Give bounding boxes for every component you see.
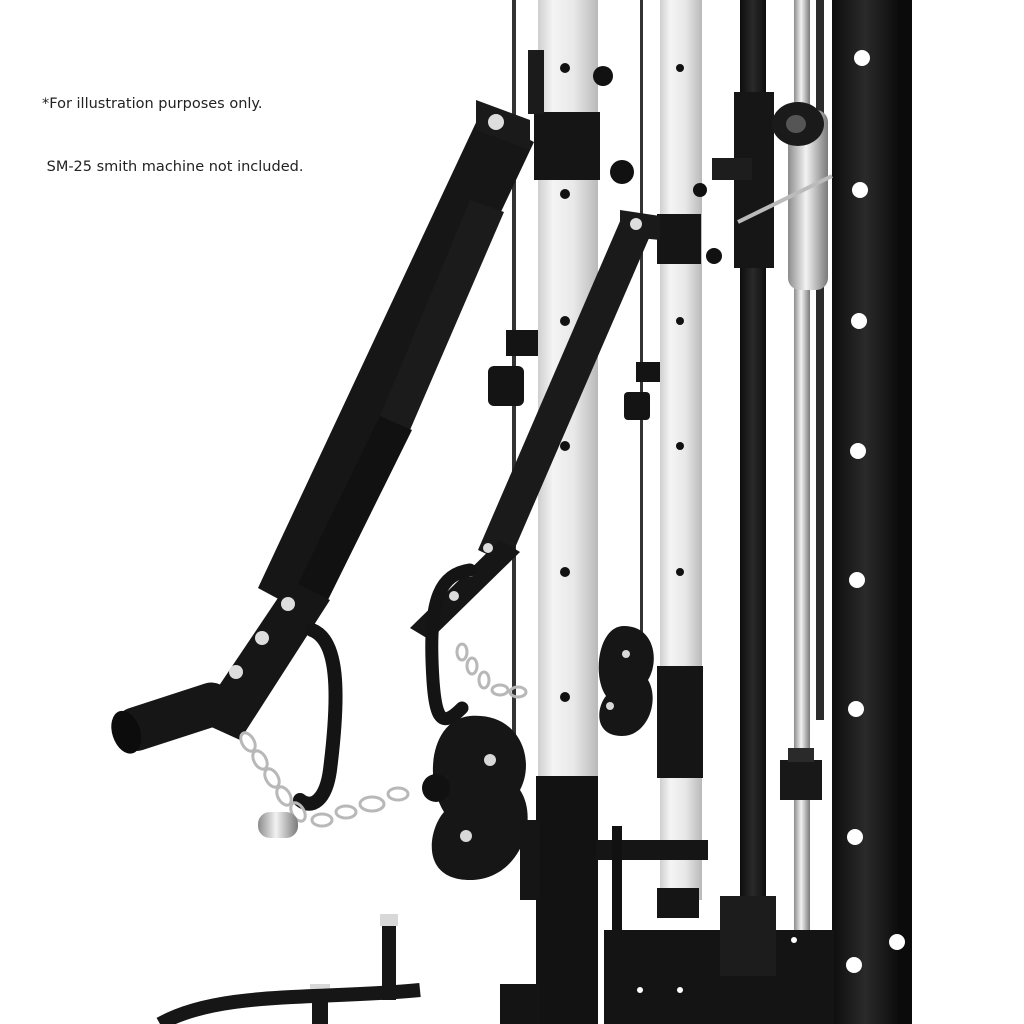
barbell-sleeve	[712, 92, 833, 800]
disclaimer-note: *For illustration purposes only. SM-25 s…	[42, 52, 303, 199]
hook-handle-icon	[425, 563, 477, 725]
chrome-loading-pin	[258, 812, 298, 838]
pulley-icon	[422, 626, 654, 880]
disclaimer-line-2: SM-25 smith machine not included.	[42, 159, 304, 175]
lever-arm-front	[111, 100, 538, 811]
disclaimer-line-1: *For illustration purposes only.	[42, 96, 263, 112]
lever-arm-rear	[410, 210, 660, 725]
rear-upright-black	[832, 0, 912, 1024]
base-hardware	[156, 820, 834, 1024]
upright-carriages	[528, 50, 722, 1024]
